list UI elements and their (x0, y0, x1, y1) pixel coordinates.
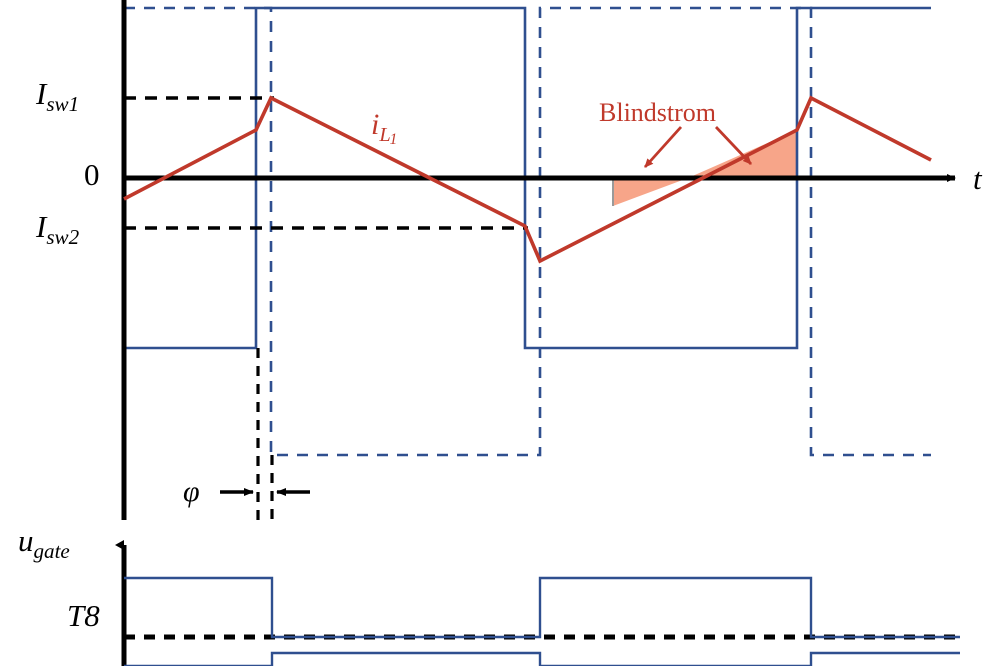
gate-signal-waveform (124, 576, 960, 666)
annotation-phi: φ (183, 475, 200, 508)
axis-label-time: t (973, 161, 982, 196)
blindstrom-arrow-right (714, 126, 753, 165)
blindstrom-arrows (643, 126, 753, 168)
il1-subscript: L (379, 123, 391, 146)
secondary-voltage-path (124, 6, 931, 457)
axis-label-ugate: ugate (18, 523, 70, 561)
axis-label-isw2: Isw2 (36, 209, 79, 247)
secondary-voltage-waveform (124, 6, 931, 457)
gate-signal-complement-path (124, 651, 960, 666)
il1-subsubscript: 1 (389, 130, 398, 148)
reference-guides (124, 96, 528, 230)
inductor-current-waveform (123, 95, 932, 264)
isw2-symbol: I (36, 209, 47, 244)
isw2-subscript: sw2 (46, 224, 80, 249)
annotation-blindstrom: Blindstrom (599, 98, 717, 127)
inductor-current-path (123, 95, 932, 264)
upper-plot-axes (121, 0, 956, 520)
axis-label-isw1: Isw1 (36, 76, 79, 114)
ugate-symbol: u (18, 523, 34, 558)
reactive-power-shading (612, 130, 797, 206)
curve-label-il1: iL1 (371, 108, 398, 147)
reactive-area-left (613, 178, 688, 206)
il1-symbol: i (371, 108, 380, 141)
isw1-symbol: I (36, 76, 47, 111)
isw1-subscript: sw1 (46, 91, 80, 116)
phi-vertical-guides (256, 348, 274, 520)
blindstrom-arrow-left (643, 126, 683, 168)
axis-label-zero: 0 (84, 157, 100, 192)
gate-signal-primary-path (124, 576, 960, 639)
ugate-subscript: gate (33, 538, 70, 563)
gate-label-t8: T8 (67, 598, 100, 633)
